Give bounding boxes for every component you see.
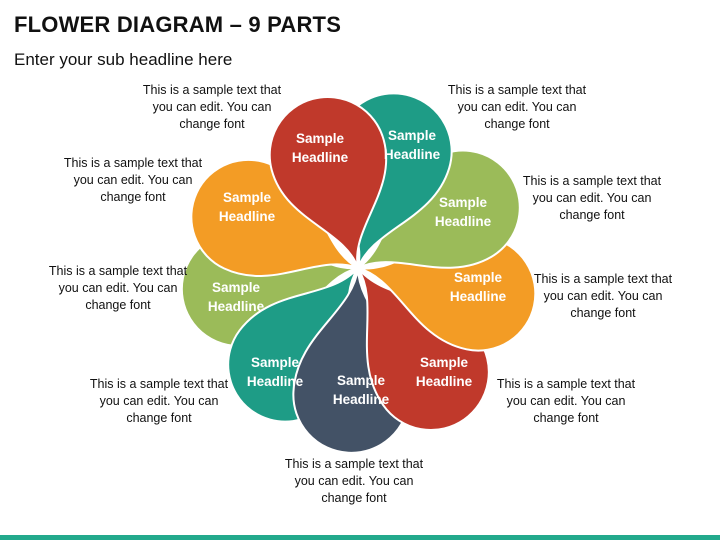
footer-bar [0, 535, 720, 540]
page-subtitle: Enter your sub headline here [14, 50, 233, 69]
petal-note-6: This is a sample text that you can edit.… [284, 457, 424, 505]
petal-note-4: This is a sample text that you can edit.… [533, 272, 673, 320]
petal-note-5: This is a sample text that you can edit.… [496, 377, 636, 425]
petal-note-9: This is a sample text that you can edit.… [63, 156, 203, 204]
page-title: FLOWER DIAGRAM – 9 PARTS [14, 12, 342, 37]
petal-note-2: This is a sample text that you can edit.… [447, 83, 587, 131]
petal-1 [268, 95, 388, 269]
petal-note-3: This is a sample text that you can edit.… [522, 174, 662, 222]
petal-note-8: This is a sample text that you can edit.… [48, 264, 188, 312]
petal-note-7: This is a sample text that you can edit.… [89, 377, 229, 425]
petal-note-1: This is a sample text that you can edit.… [142, 83, 282, 131]
